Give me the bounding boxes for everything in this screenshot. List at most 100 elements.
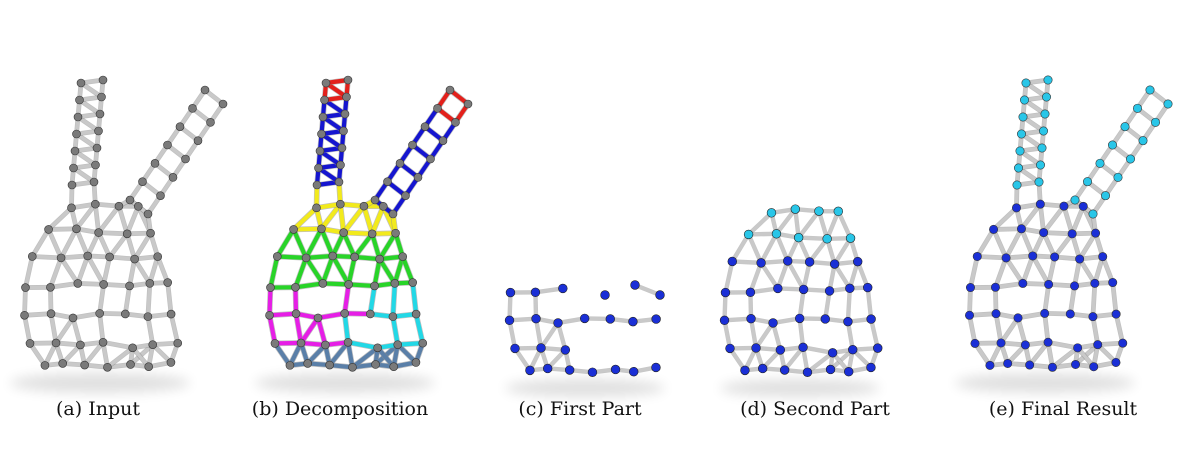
lattice-strut <box>400 254 415 285</box>
lattice-strut <box>798 287 806 320</box>
lattice-node <box>318 279 328 288</box>
lattice-node <box>391 228 400 238</box>
lattice-node <box>1028 251 1038 261</box>
lattice-node <box>97 92 106 102</box>
lattice-strut <box>107 232 129 259</box>
caption-decomposition: (b) Decomposition <box>251 398 429 420</box>
lattice-node <box>343 75 353 85</box>
lattice-node <box>1011 203 1021 213</box>
lattice-node <box>1044 279 1054 289</box>
lattice-strut <box>30 254 63 260</box>
lattice-node <box>1088 312 1098 322</box>
lattice-strut <box>370 204 386 236</box>
lattice-node <box>296 338 306 348</box>
lattice-node <box>411 358 421 367</box>
lattice-node <box>51 338 61 348</box>
lattice-strut <box>48 256 63 290</box>
lattice-node <box>1043 337 1053 347</box>
lattice-node <box>168 173 178 182</box>
lattice-node <box>408 278 418 287</box>
lattice-node <box>991 309 1001 319</box>
lattice-strut <box>330 253 351 287</box>
lattice-node <box>44 225 53 234</box>
lattice-strut <box>315 315 328 348</box>
lattice-node <box>373 343 382 353</box>
lattice-node <box>1059 201 1069 211</box>
lattice-node <box>388 209 398 219</box>
lattice-node <box>505 287 516 298</box>
lattice-strut <box>76 254 90 286</box>
lattice-strut <box>1046 340 1080 350</box>
lattice-node <box>285 361 295 370</box>
lattice-node <box>866 314 876 324</box>
lattice-node <box>75 95 84 105</box>
caption-final-result: (e) Final Result <box>988 398 1138 420</box>
ground-shadow <box>10 373 190 393</box>
lattice-strut <box>1111 280 1118 316</box>
lattice-strut <box>23 254 34 290</box>
lattice-node <box>266 283 275 292</box>
lattice-node <box>553 318 563 328</box>
lattice-node <box>337 143 347 153</box>
caption-input: (a) Input <box>56 398 140 420</box>
lattice-strut <box>869 317 880 350</box>
lattice-strut <box>49 311 58 345</box>
lattice-node <box>378 202 388 211</box>
lattice-strut <box>74 227 90 258</box>
lattice-strut <box>166 280 173 316</box>
lattice-node <box>1070 195 1080 205</box>
lattice-node <box>829 259 840 269</box>
lattice-node <box>166 358 176 367</box>
lattice-node <box>1088 209 1098 219</box>
lattice-strut <box>390 281 397 319</box>
lattice-strut <box>291 227 309 260</box>
lattice-node <box>173 338 183 348</box>
lattice-strut <box>866 285 873 321</box>
lattice-node <box>89 177 99 187</box>
lattice-node <box>125 195 135 205</box>
lattice-strut <box>749 317 758 350</box>
lattice-strut <box>319 202 343 231</box>
lattice-strut <box>156 254 170 285</box>
lattice-node <box>853 256 863 267</box>
lattice-strut <box>793 207 801 240</box>
lattice-node <box>350 252 359 262</box>
lattice-node <box>166 309 176 319</box>
lattice-strut <box>341 204 367 235</box>
lattice-node <box>72 224 81 234</box>
lattice-strut <box>1073 342 1100 367</box>
lattice-strut <box>303 253 335 260</box>
ground-shadow <box>955 373 1135 393</box>
lattice-node <box>334 177 344 187</box>
lattice-node <box>1025 360 1035 370</box>
lattice-strut <box>805 351 835 374</box>
lattice-node <box>990 282 1000 292</box>
lattice-strut <box>846 286 852 324</box>
lattice-node <box>773 283 783 294</box>
lattice-strut <box>774 207 797 236</box>
lattice-strut <box>975 227 996 259</box>
lattice-node <box>133 202 143 211</box>
lattice-node <box>655 290 665 300</box>
lattice-node <box>200 85 210 95</box>
lattice-strut <box>327 340 351 368</box>
lattice-node <box>321 78 331 88</box>
lattice-strut <box>730 232 751 264</box>
lattice-strut <box>93 202 101 235</box>
lattice-strut <box>797 209 821 240</box>
lattice-node <box>1039 228 1049 238</box>
lattice-strut <box>132 231 153 261</box>
lattice-node <box>188 104 197 113</box>
lattice-node <box>1133 103 1143 113</box>
lattice-node <box>359 201 369 211</box>
lattice-node <box>1078 201 1088 211</box>
lattice-strut <box>123 284 132 316</box>
lattice-strut <box>823 289 832 321</box>
lattice-strut <box>746 211 774 237</box>
lattice-node <box>1073 343 1083 353</box>
lattice-node <box>628 316 638 327</box>
lattice-node <box>156 191 165 200</box>
lattice-strut <box>275 254 309 260</box>
lattice-node <box>320 95 329 105</box>
lattice-node <box>1003 358 1013 368</box>
